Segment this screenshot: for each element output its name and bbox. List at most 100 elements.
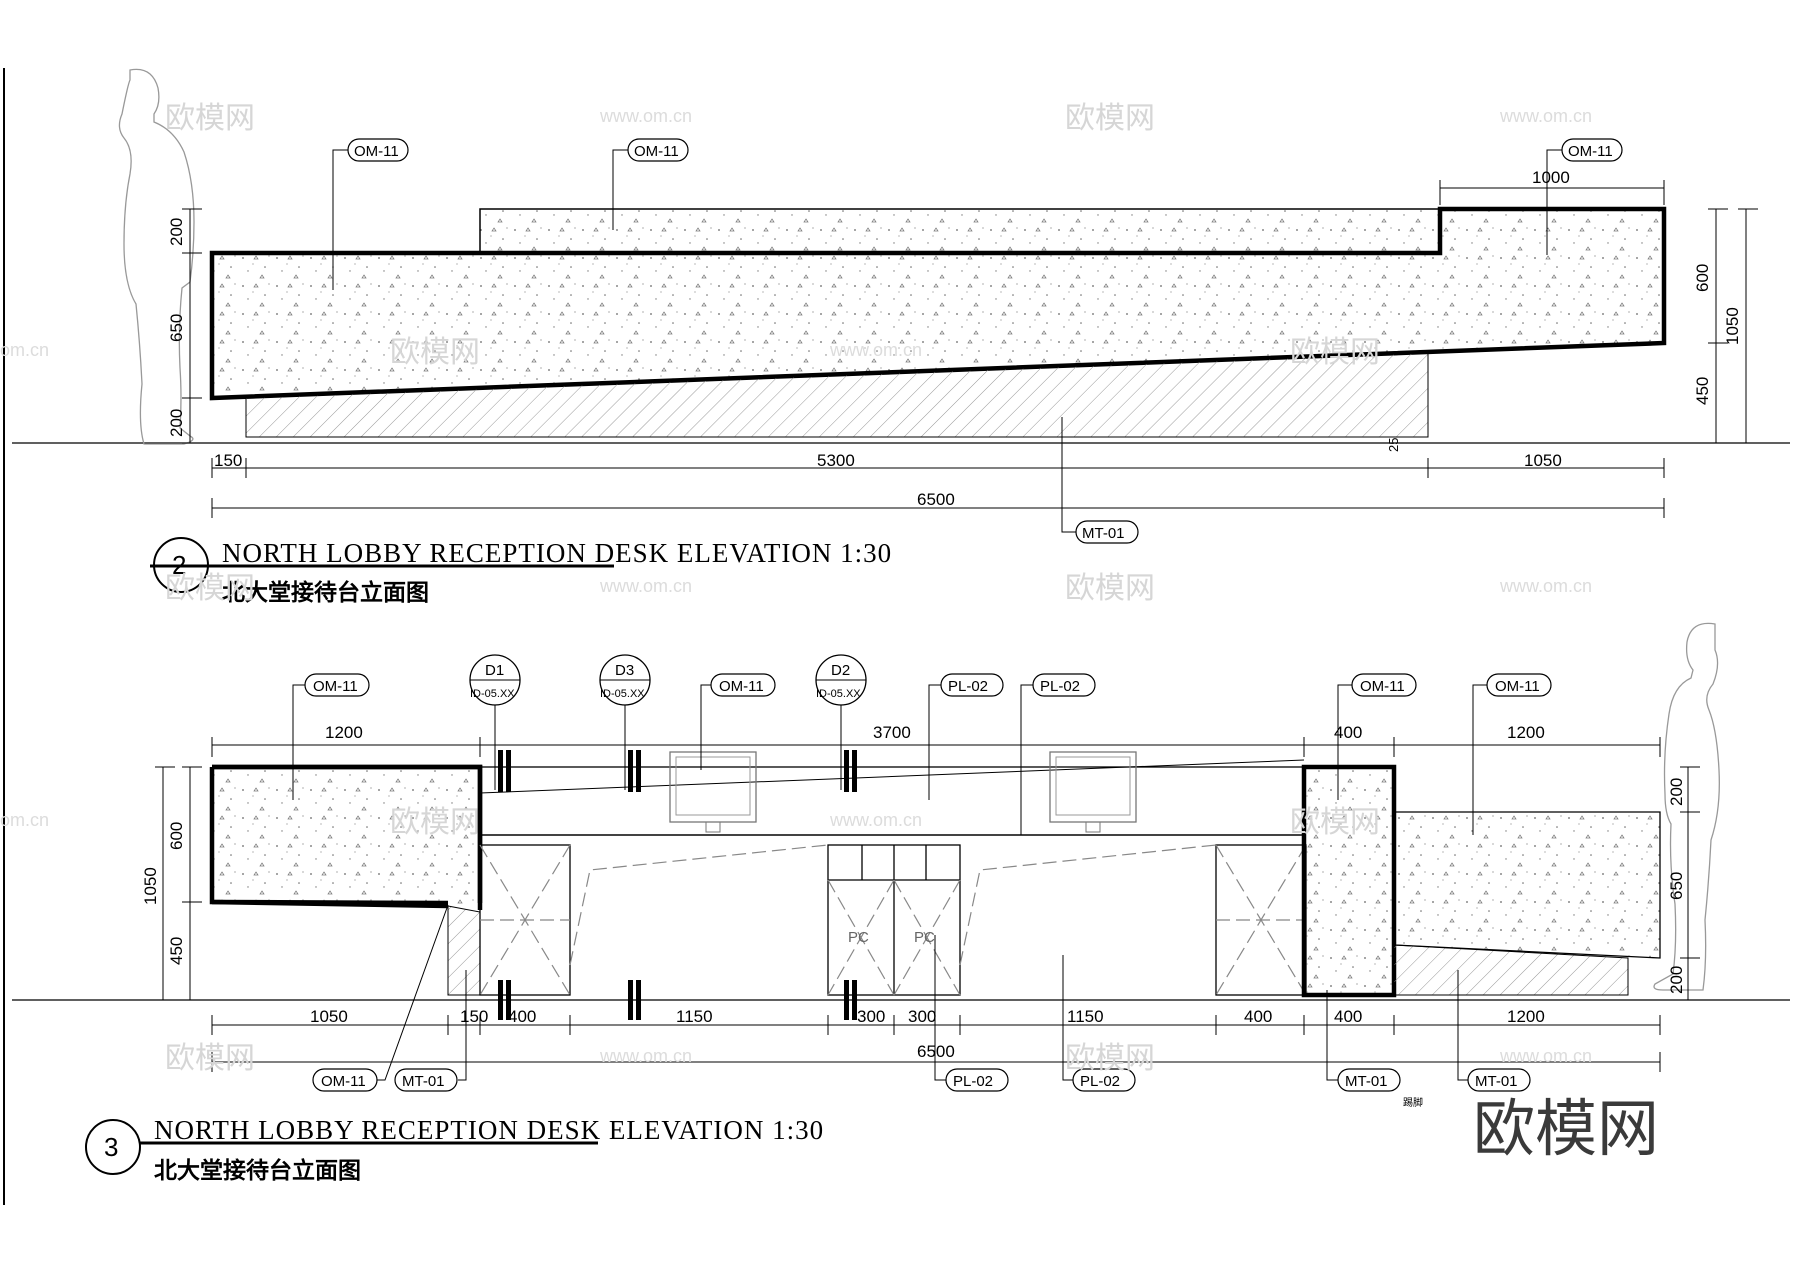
top-dimension-chain: 1200 3700 400 1200: [211, 723, 1661, 757]
elevation-title: NORTH LOBBY RECEPTION DESK ELEVATION 1:3…: [154, 1115, 824, 1145]
dim-1050: 1050: [141, 867, 160, 905]
left-stone-block: [212, 767, 480, 908]
detail-id: D3: [615, 662, 634, 679]
tag-om-11: OM-11: [1495, 678, 1540, 695]
watermark-logo: 欧模网: [165, 101, 255, 136]
watermark-url: www.om.cn: [1499, 576, 1592, 596]
dim-600: 600: [1693, 264, 1712, 292]
detail-ref: ID-05.XX: [470, 688, 515, 700]
right-dimension-chain: 600 450 1050: [1693, 208, 1758, 444]
watermark-logo: 欧模网: [165, 571, 255, 606]
elevation-number-circle: [85, 1119, 141, 1175]
tag-om-11: OM-11: [321, 1073, 366, 1090]
tag-mt-01: MT-01: [402, 1073, 445, 1090]
watermark-url: www.om.cn: [829, 340, 922, 360]
elevation-subtitle: 北大堂接待台立面图: [154, 1157, 361, 1184]
dim-650: 650: [1667, 872, 1686, 900]
elevation-3: PC PC D1 ID-05.XX: [12, 622, 1790, 1184]
detail-marker-d3: D3 ID-05.XX: [599, 654, 651, 790]
human-scale-figure: [118, 68, 195, 445]
right-dimension-chain: 200 650 200: [1667, 766, 1700, 1001]
watermark-url: om.cn: [0, 340, 49, 360]
dim-400: 400: [1334, 723, 1362, 742]
dim-25: 25: [1386, 438, 1401, 452]
watermark-logo: 欧模网: [1065, 571, 1155, 606]
watermark-url: om.cn: [0, 810, 49, 830]
watermark-url: www.om.cn: [1499, 106, 1592, 126]
watermark-url: www.om.cn: [599, 1046, 692, 1066]
dim-1200: 1200: [1507, 1007, 1545, 1026]
bottom-material-tags: OM-11 MT-01 PL-02 PL-02 MT-01 MT-01 踢脚: [312, 904, 1531, 1109]
elevation-2-title-block: 2 NORTH LOBBY RECEPTION DESK ELEVATION 1…: [150, 537, 892, 606]
watermark-logo: 欧模网: [1290, 805, 1380, 840]
dim-1000: 1000: [1532, 168, 1570, 187]
tag-pl-02: PL-02: [1040, 678, 1080, 695]
section-cut-marks: [498, 750, 857, 1020]
elevation-subtitle: 北大堂接待台立面图: [222, 579, 429, 606]
watermark-url: www.om.cn: [599, 576, 692, 596]
dim-400: 400: [1244, 1007, 1272, 1026]
dim-650: 650: [167, 314, 186, 342]
top-material-tags: OM-11 OM-11 PL-02 PL-02 OM-11 OM-11: [292, 673, 1552, 835]
detail-id: D2: [831, 662, 850, 679]
tag-om-11: OM-11: [313, 678, 358, 695]
main-stone-panel-outline: [209, 206, 1667, 401]
elevation-number: 3: [104, 1132, 118, 1162]
dim-1050: 1050: [310, 1007, 348, 1026]
watermark-logo: 欧模网: [390, 335, 480, 370]
pc-label: PC: [848, 929, 869, 946]
dim-600: 600: [167, 822, 186, 850]
dim-1200: 1200: [325, 723, 363, 742]
dim-6500: 6500: [917, 1042, 955, 1061]
watermarks: 欧模网 www.om.cn 欧模网 www.om.cn om.cn 欧模网 ww…: [0, 101, 1659, 1165]
dim-200-bottom: 200: [1667, 966, 1686, 994]
tag-pl-02: PL-02: [1080, 1073, 1120, 1090]
dim-400: 400: [508, 1007, 536, 1026]
monitor: [1049, 751, 1137, 823]
dim-3700: 3700: [873, 723, 911, 742]
dim-450: 450: [167, 937, 186, 965]
dim-1150: 1150: [1067, 1007, 1104, 1026]
watermark-logo: 欧模网: [1290, 335, 1380, 370]
watermark-url: www.om.cn: [599, 106, 692, 126]
dim-300: 300: [908, 1007, 936, 1026]
elevation-2: 200 650 200 600 450 1050 1000: [12, 68, 1790, 606]
watermark-url: www.om.cn: [1499, 1046, 1592, 1066]
dim-5300: 5300: [817, 451, 855, 470]
dim-450: 450: [1693, 377, 1712, 405]
detail-marker-d2: D2 ID-05.XX: [815, 654, 867, 790]
watermark-logo: 欧模网: [1065, 1041, 1155, 1076]
watermark-logo: 欧模网: [1065, 101, 1155, 136]
dim-300: 300: [857, 1007, 885, 1026]
tag-om-11: OM-11: [634, 143, 679, 160]
dim-200-top: 200: [1667, 778, 1686, 806]
upper-panel: [479, 208, 1441, 254]
pc-label: PC: [914, 929, 935, 946]
dim-1150: 1150: [676, 1007, 713, 1026]
tag-pl-02: PL-02: [948, 678, 988, 695]
bottom-dimension-chain: 150 5300 1050 6500 25: [211, 438, 1665, 518]
tag-om-11: OM-11: [354, 143, 399, 160]
elevation-3-title-block: 3 NORTH LOBBY RECEPTION DESK ELEVATION 1…: [85, 1115, 824, 1184]
left-dimension-chain: 600 450 1050: [141, 766, 202, 1001]
tag-pl-02: PL-02: [953, 1073, 993, 1090]
tag-mt-01: MT-01: [1345, 1073, 1388, 1090]
tag-om-11: OM-11: [1568, 143, 1613, 160]
detail-ref: ID-05.XX: [816, 688, 861, 700]
tag-om-11: OM-11: [719, 678, 764, 695]
metal-base: [245, 352, 1429, 438]
human-scale-figure: [1653, 622, 1720, 991]
right-metal-base: [1393, 944, 1629, 996]
watermark-logo: 欧模网: [165, 1041, 255, 1076]
detail-ref: ID-05.XX: [600, 688, 645, 700]
dim-1050: 1050: [1723, 307, 1742, 345]
dim-150: 150: [214, 451, 242, 470]
main-stone-panel: [212, 209, 1664, 398]
dim-1050-bottom: 1050: [1524, 451, 1562, 470]
stone-pillar: [1304, 767, 1394, 995]
elevation-title: NORTH LOBBY RECEPTION DESK ELEVATION 1:3…: [222, 538, 892, 568]
dim-400: 400: [1334, 1007, 1362, 1026]
material-tags: OM-11 OM-11 OM-11 MT-01: [332, 138, 1623, 544]
watermark-logo-large: 欧模网: [1473, 1092, 1659, 1165]
